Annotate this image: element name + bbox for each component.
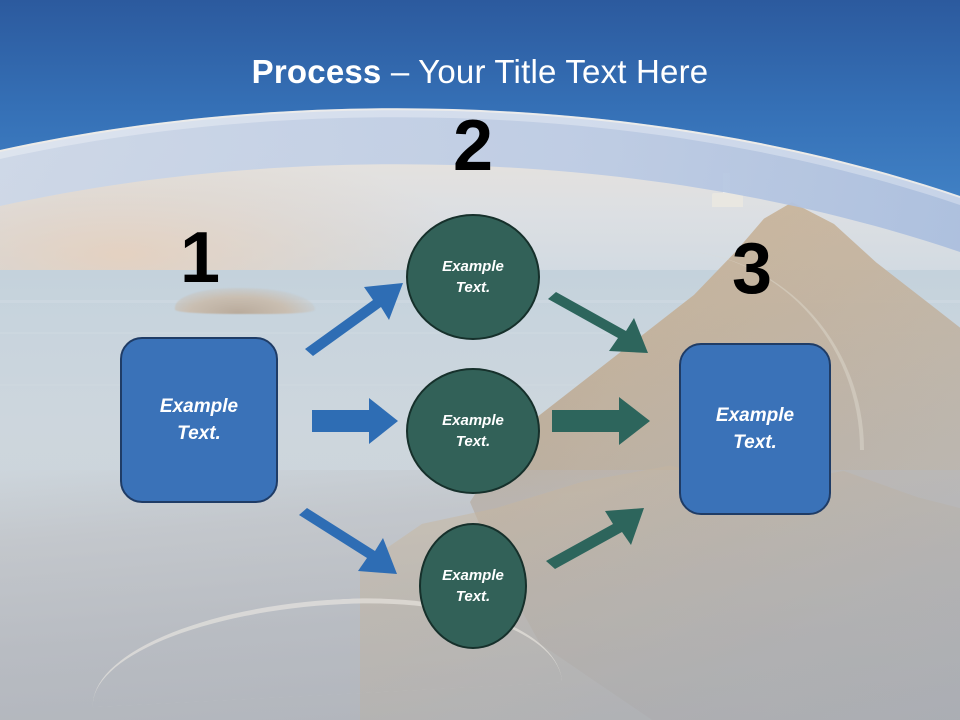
process-circle-bottom-line2: Text.: [455, 588, 491, 605]
process-circle-top-line1: Example: [442, 258, 504, 275]
process-circle-bottom-line1: Example: [442, 567, 504, 584]
page-title-bold: Process: [251, 53, 382, 90]
process-end-box[interactable]: Example Text.: [679, 343, 831, 515]
process-end-box-line1: Example: [715, 405, 795, 426]
lighthouse-base: [712, 193, 743, 207]
page-title-rest: – Your Title Text Here: [381, 53, 709, 90]
process-circle-top[interactable]: Example Text.: [406, 214, 540, 340]
step-number-1: 1: [179, 218, 221, 298]
process-start-box[interactable]: Example Text.: [120, 337, 278, 503]
step-number-2: 2: [452, 106, 494, 186]
step-number-3: 3: [731, 229, 773, 309]
process-end-box-line2: Text.: [733, 432, 777, 453]
lighthouse-icon: [710, 168, 746, 213]
process-circle-middle[interactable]: Example Text.: [406, 368, 540, 494]
process-circle-top-line2: Text.: [455, 279, 491, 296]
lighthouse-tower: [723, 173, 730, 195]
process-circle-middle-line2: Text.: [455, 433, 491, 450]
process-start-box-line2: Text.: [177, 423, 221, 444]
process-circle-middle-line1: Example: [442, 412, 504, 429]
process-start-box-line1: Example: [159, 396, 239, 417]
process-circle-bottom[interactable]: Example Text.: [419, 523, 527, 649]
page-title: Process – Your Title Text Here: [0, 52, 960, 92]
